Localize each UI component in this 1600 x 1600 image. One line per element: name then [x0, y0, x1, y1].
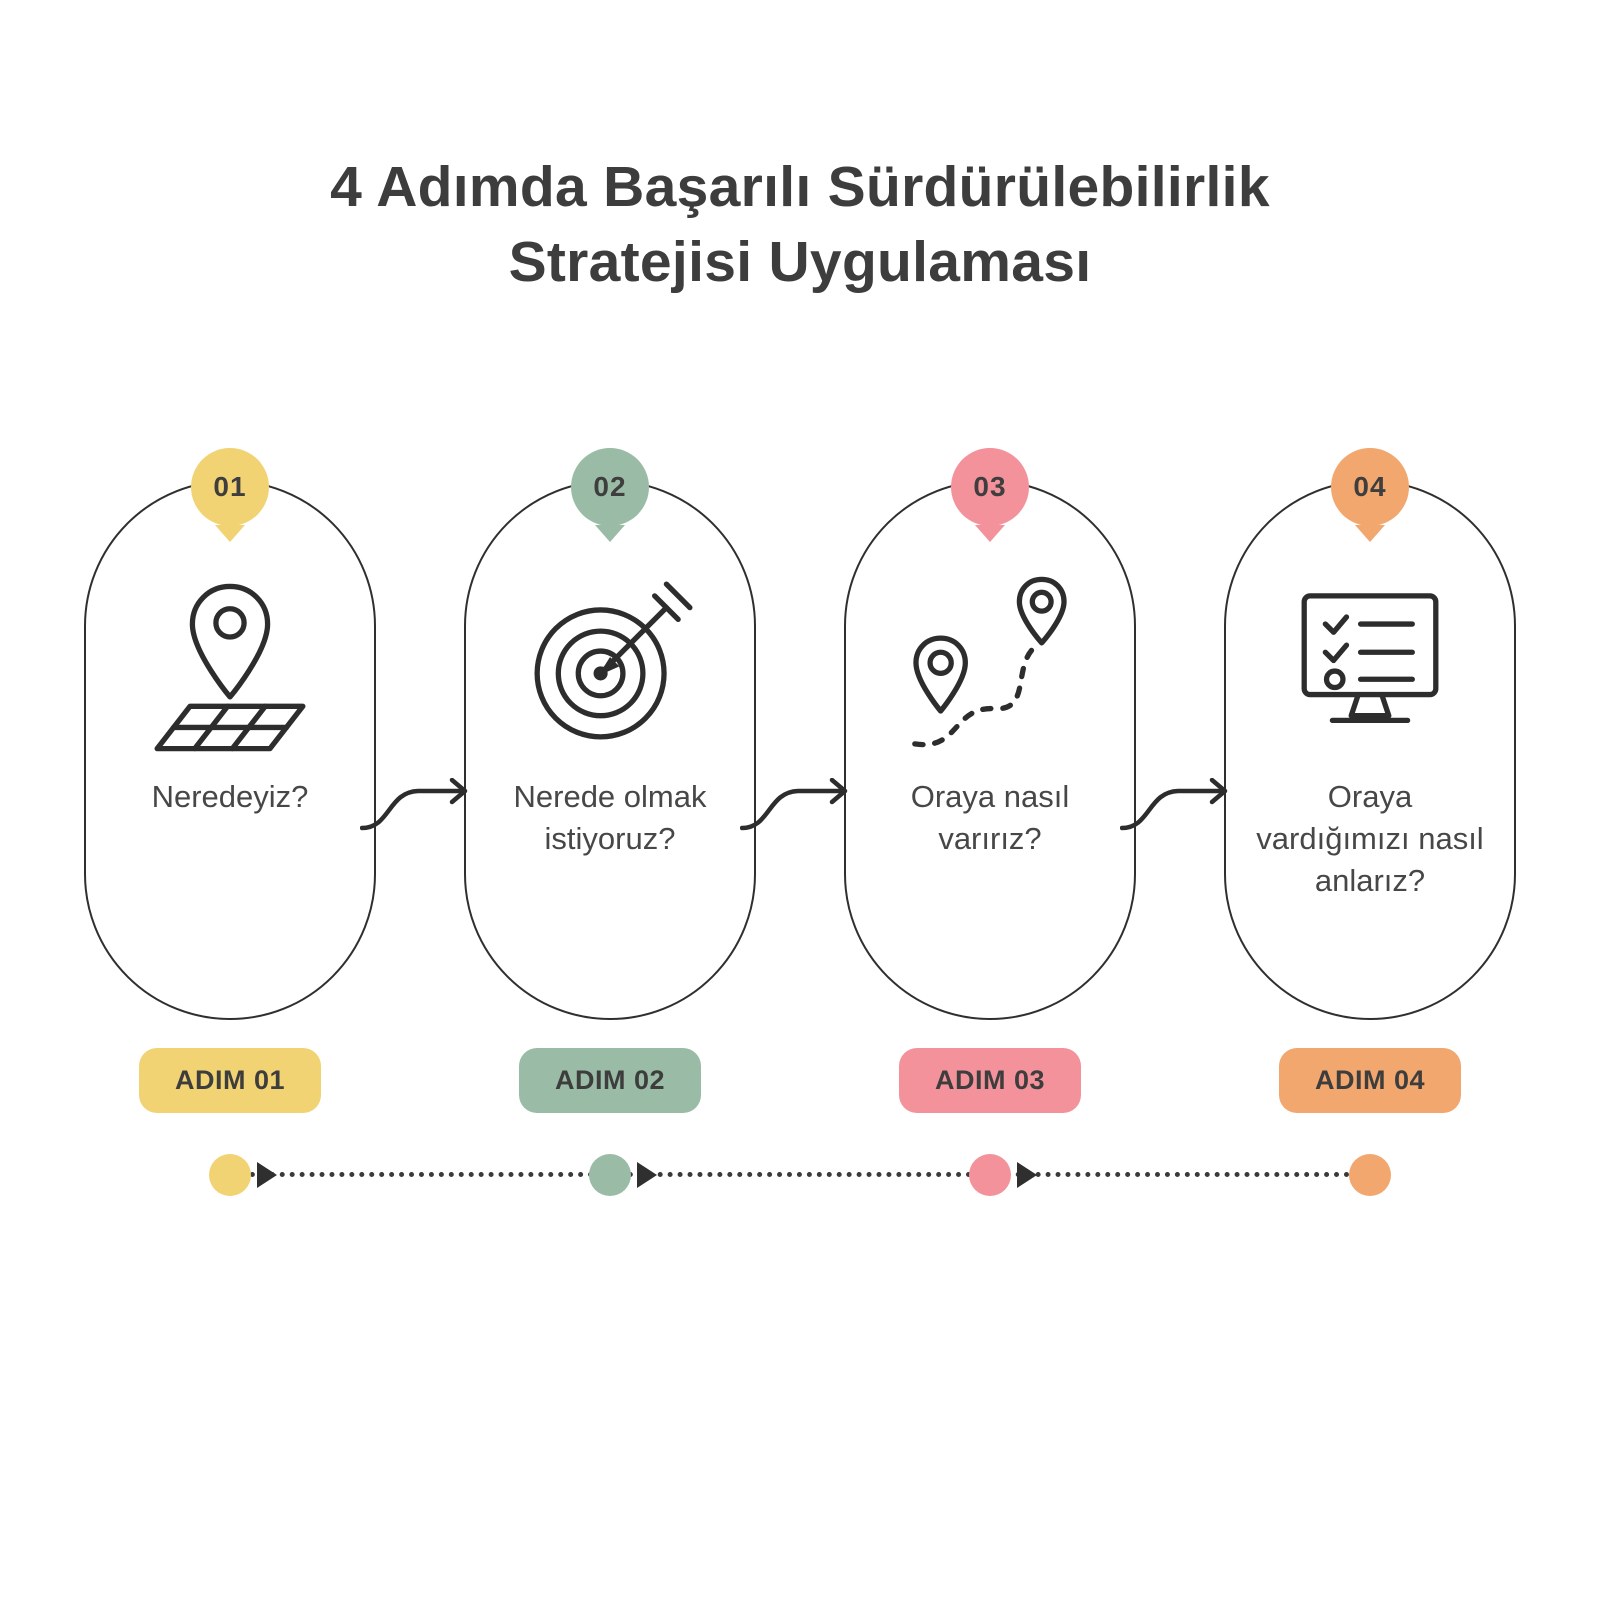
step-label-badge-1: ADIM 01 — [138, 1048, 322, 1113]
step-column-3: 03 Oraya nasıl varırız? — [800, 448, 1180, 1020]
step-number: 02 — [571, 448, 649, 526]
step-number-badge: 02 — [571, 448, 649, 542]
badge-tail — [215, 525, 245, 542]
step-question: Nerede olmak istiyoruz? — [513, 779, 707, 856]
monitor-checklist-icon — [1301, 593, 1439, 724]
badge-tail — [1355, 525, 1385, 542]
step-question: Neredeyiz? — [151, 779, 309, 814]
step-label-badge-4: ADIM 04 — [1278, 1048, 1462, 1113]
step-label-badge-2: ADIM 02 — [518, 1048, 702, 1113]
step-question: Oraya vardığımızı nasıl anlarız? — [1256, 779, 1484, 898]
step-column-4: 04 Oraya vardığ — [1180, 448, 1560, 1020]
connector-arrow-icon — [1119, 777, 1240, 838]
badge-tail — [595, 525, 625, 542]
step-capsule-4: 04 Oraya vardığ — [1224, 448, 1516, 1020]
timeline-dot-3 — [969, 1154, 1011, 1196]
page-title: 4 Adımda Başarılı Sürdürülebilirlik Stra… — [330, 155, 1270, 295]
step-column-1: 01 Neredeyiz? — [40, 448, 420, 1020]
step-label-badge-3: ADIM 03 — [898, 1048, 1082, 1113]
step-capsule-2: 02 Nerede olmak istiyoruz? — [464, 448, 756, 1020]
step-icon-wrap — [136, 568, 324, 760]
map-location-pin-icon — [154, 583, 306, 752]
timeline-dot-2 — [589, 1154, 631, 1196]
steps-row: 01 Neredeyiz? — [40, 448, 1560, 1020]
step-column-2: 02 Nerede olmak istiyoruz? — [420, 448, 800, 1020]
timeline-arrow-icon — [1017, 1162, 1037, 1188]
step-icon-wrap — [896, 568, 1084, 760]
step-number-badge: 04 — [1331, 448, 1409, 542]
timeline-dot-4 — [1349, 1154, 1391, 1196]
connector-arrow-icon — [739, 777, 860, 838]
step-number: 03 — [951, 448, 1029, 526]
step-capsule-3: 03 Oraya nasıl varırız? — [844, 448, 1136, 1020]
step-icon-wrap — [1276, 568, 1464, 760]
connector-arrow-icon — [359, 777, 480, 838]
step-number-badge: 03 — [951, 448, 1029, 542]
target-arrow-icon — [534, 581, 693, 740]
step-number-badge: 01 — [191, 448, 269, 542]
step-icon-wrap — [516, 568, 704, 760]
step-number: 04 — [1331, 448, 1409, 526]
timeline-arrow-icon — [257, 1162, 277, 1188]
labels-row: ADIM 01 ADIM 02 ADIM 03 ADIM 04 — [40, 1048, 1560, 1113]
route-pins-icon — [912, 576, 1067, 748]
timeline-dotted-line — [230, 1172, 1370, 1177]
timeline-arrow-icon — [637, 1162, 657, 1188]
step-number: 01 — [191, 448, 269, 526]
step-capsule-1: 01 Neredeyiz? — [84, 448, 376, 1020]
step-question: Oraya nasıl varırız? — [910, 779, 1070, 856]
timeline-dot-1 — [209, 1154, 251, 1196]
timeline — [40, 1152, 1560, 1202]
badge-tail — [975, 525, 1005, 542]
